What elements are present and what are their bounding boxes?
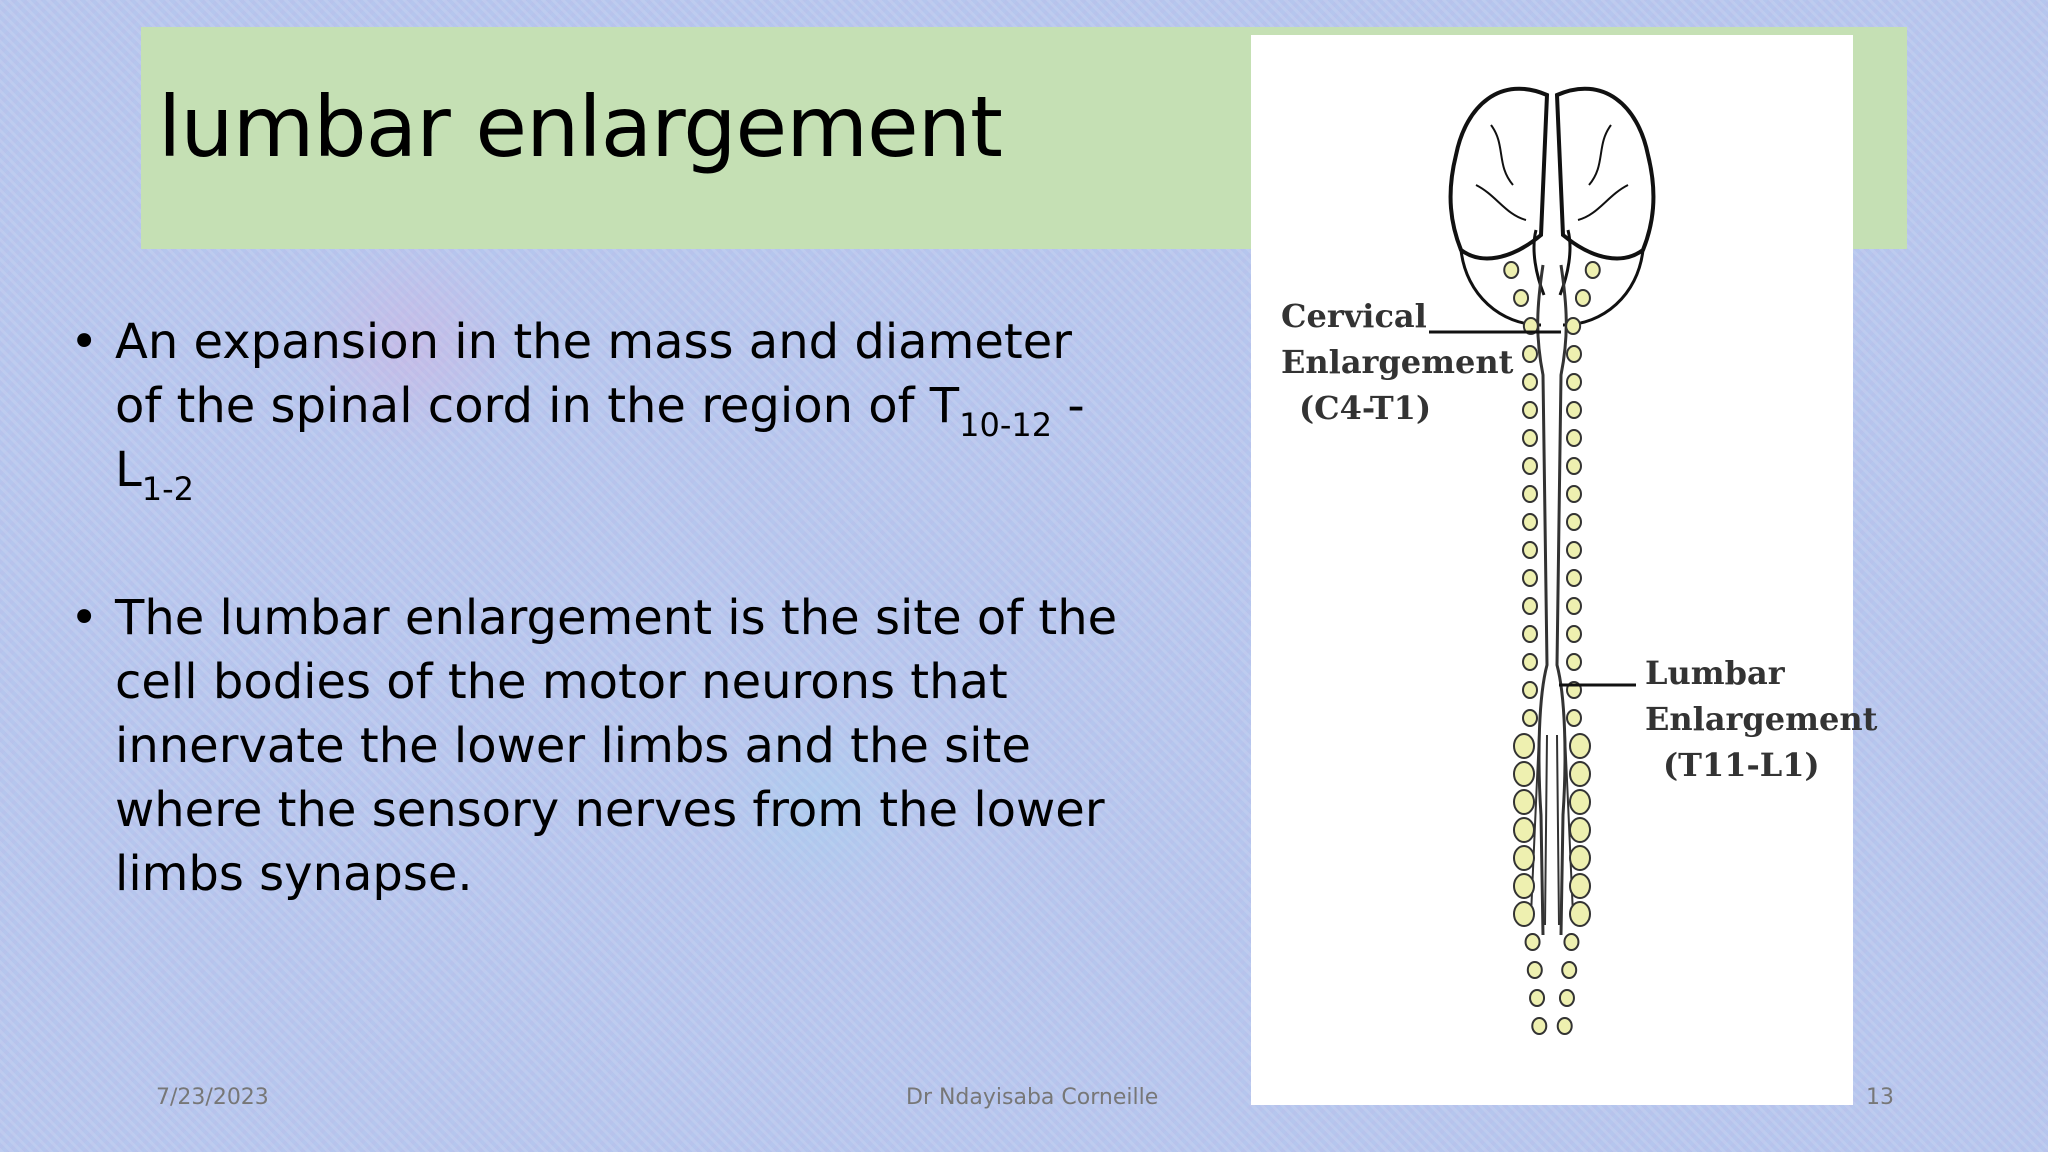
ganglion [1566, 597, 1582, 615]
brain-fold [1588, 124, 1612, 186]
spinal-cord [1530, 264, 1574, 936]
ganglion [1561, 961, 1578, 979]
ganglion [1529, 989, 1546, 1007]
brain-illustration [1448, 86, 1656, 327]
ganglion [1522, 709, 1538, 727]
bullet-1-mid: - L [115, 378, 1085, 498]
ganglion [1503, 261, 1520, 279]
brain-fold [1475, 184, 1527, 221]
ganglion [1563, 933, 1580, 951]
right-hemisphere [1554, 86, 1656, 261]
cervical-label-line3: (C4-T1) [1299, 389, 1432, 427]
ganglion [1569, 789, 1591, 815]
ganglion [1569, 817, 1591, 843]
ganglion [1513, 761, 1535, 787]
cord-right-edge [1555, 264, 1568, 936]
ganglion [1566, 429, 1582, 447]
ganglion [1522, 597, 1538, 615]
ganglion [1522, 429, 1538, 447]
spinal-cord-figure: Cervical Enlargement (C4-T1) Lumbar Enla… [1251, 35, 1877, 1105]
ganglion [1566, 457, 1582, 475]
ganglion [1513, 733, 1535, 759]
ganglion [1522, 373, 1538, 391]
ganglion [1522, 541, 1538, 559]
ganglion [1522, 457, 1538, 475]
bullet-dot: • [70, 314, 99, 370]
ganglion [1513, 289, 1530, 307]
ganglion [1569, 901, 1591, 927]
footer-page-number: 13 [1866, 1085, 1894, 1110]
ganglion [1569, 733, 1591, 759]
lumbar-label-line1: Lumbar [1645, 654, 1785, 692]
spinal-cord-diagram [1429, 86, 1656, 1035]
ganglion [1566, 401, 1582, 419]
ganglion [1531, 1017, 1548, 1035]
ganglion [1566, 625, 1582, 643]
ganglion [1526, 961, 1543, 979]
cervical-label-line2: Enlargement [1281, 343, 1514, 381]
ganglion [1522, 485, 1538, 503]
bullet-2-text: The lumbar enlargement is the site of th… [115, 590, 1118, 902]
left-hemisphere [1448, 86, 1550, 261]
ganglion [1558, 989, 1575, 1007]
ganglion [1513, 901, 1535, 927]
footer-author: Dr Ndayisaba Corneille [906, 1085, 1159, 1110]
bullet-1-sub1: 10-12 [959, 406, 1053, 444]
ganglion [1566, 569, 1582, 587]
ganglion [1524, 933, 1541, 951]
ganglion [1513, 789, 1535, 815]
ganglion [1513, 873, 1535, 899]
ganglion [1574, 289, 1591, 307]
cervical-label: Cervical Enlargement (C4-T1) [1281, 293, 1513, 431]
ganglion [1569, 761, 1591, 787]
ganglion [1566, 485, 1582, 503]
ganglion [1513, 845, 1535, 871]
ganglion [1556, 1017, 1573, 1035]
bullet-1-sub2: 1-2 [141, 470, 195, 508]
bullet-item-2: • The lumbar enlargement is the site of … [70, 586, 1130, 906]
bullet-dot: • [70, 590, 99, 646]
ganglion [1569, 873, 1591, 899]
lumbar-label-line2: Enlargement [1645, 700, 1878, 738]
footer-date: 7/23/2023 [156, 1085, 269, 1110]
bullet-1-text: An expansion in the mass and diameter of… [115, 314, 1072, 434]
ganglion [1566, 653, 1582, 671]
cord-left-edge [1536, 264, 1549, 936]
bullet-list: • An expansion in the mass and diameter … [70, 310, 1130, 990]
ganglion [1566, 373, 1582, 391]
spinal-ganglia [1503, 261, 1601, 1035]
ganglion [1566, 345, 1582, 363]
ganglion [1566, 513, 1582, 531]
ganglion [1522, 681, 1538, 699]
ganglion [1522, 653, 1538, 671]
brainstem [1532, 229, 1572, 296]
ganglion [1522, 625, 1538, 643]
ganglion [1569, 845, 1591, 871]
cervical-label-line1: Cervical [1281, 297, 1427, 335]
ganglion [1522, 317, 1539, 335]
ganglion [1513, 817, 1535, 843]
cauda-equina [1530, 734, 1574, 926]
ganglion [1522, 401, 1538, 419]
brain-fold [1577, 184, 1629, 221]
lumbar-label-line3: (T11-L1) [1663, 746, 1820, 784]
ganglion [1522, 569, 1538, 587]
ganglion [1522, 345, 1538, 363]
slide-title: lumbar enlargement [158, 78, 1003, 176]
ganglion [1522, 513, 1538, 531]
ganglion [1566, 709, 1582, 727]
bullet-item-1: • An expansion in the mass and diameter … [70, 310, 1130, 505]
ganglion [1566, 541, 1582, 559]
brain-fold [1490, 124, 1514, 186]
lumbar-label: Lumbar Enlargement (T11-L1) [1645, 650, 1877, 788]
ganglion [1565, 317, 1582, 335]
ganglion [1584, 261, 1601, 279]
